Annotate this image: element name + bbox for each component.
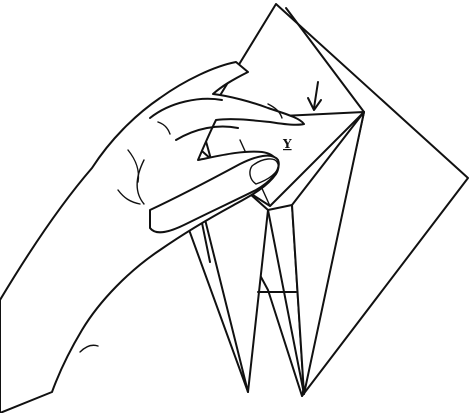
point-label-y: Y xyxy=(282,137,292,151)
